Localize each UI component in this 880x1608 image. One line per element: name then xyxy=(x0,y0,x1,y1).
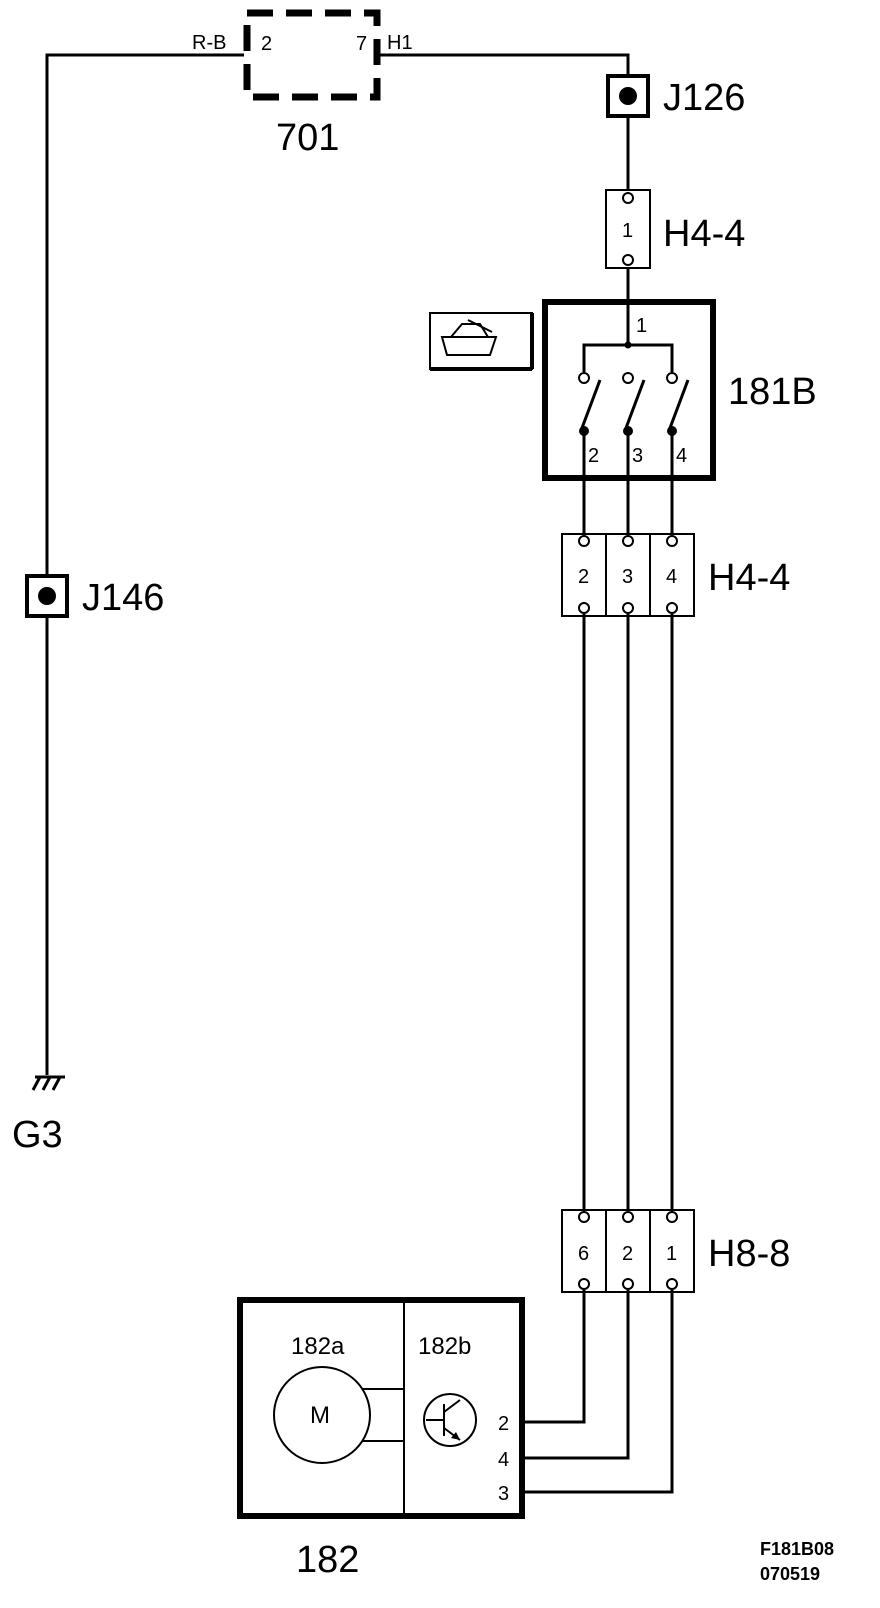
ground-g3-label: G3 xyxy=(12,1114,63,1156)
switch-pin-out-4: 4 xyxy=(676,445,687,467)
connector-h4-4-top: 1 H4-4 xyxy=(605,189,745,269)
junction-j126-label: J126 xyxy=(663,77,745,119)
fuse-box-label: 701 xyxy=(276,117,339,159)
fuse-box-pin-left: 2 xyxy=(261,33,272,55)
junction-j126: J126 xyxy=(606,74,745,119)
pump-unit-pin-3: 3 xyxy=(498,1483,509,1505)
fuse-box-701: 2 7 701 xyxy=(243,9,381,159)
ground-g3: G3 xyxy=(12,1075,65,1156)
pump-unit-pin-4: 4 xyxy=(498,1449,509,1471)
connector-h8-8-label: H8-8 xyxy=(708,1233,790,1275)
drawing-code-line-2: 070519 xyxy=(760,1564,820,1584)
switch-label: 181B xyxy=(728,371,817,413)
switch-pin-out-3: 3 xyxy=(632,445,643,467)
junction-j146-label: J146 xyxy=(82,577,164,619)
wire-top-right xyxy=(374,53,630,302)
connector-h4-4-mid-label: H4-4 xyxy=(708,557,790,599)
connector-h4-4-mid-pin-4: 4 xyxy=(666,566,677,588)
fuse-box-pin-right: 7 xyxy=(356,33,367,55)
sensor-182b-label: 182b xyxy=(418,1333,471,1360)
motor-symbol: M xyxy=(310,1402,330,1429)
pump-unit-pin-2: 2 xyxy=(498,1413,509,1435)
connector-h8-8: 6 2 1 H8-8 xyxy=(561,1209,790,1293)
connector-h4-4-mid-pin-2: 2 xyxy=(578,566,589,588)
connector-h4-4-mid-pin-3: 3 xyxy=(622,566,633,588)
motor-182a-label: 182a xyxy=(291,1333,345,1360)
connector-h4-4-top-pin: 1 xyxy=(622,220,633,242)
wire-label-right: H1 xyxy=(387,32,413,54)
drawing-code-line-1: F181B08 xyxy=(760,1539,834,1559)
wire-label-left: R-B xyxy=(192,32,226,54)
switch-181b: 1 2 3 4 181B xyxy=(542,299,817,481)
boat-hull-icon xyxy=(429,312,534,371)
connector-h8-8-pin-1: 1 xyxy=(666,1243,677,1265)
switch-pin-out-2: 2 xyxy=(588,445,599,467)
pump-unit-label: 182 xyxy=(296,1539,359,1581)
junction-j146: J146 xyxy=(25,574,164,619)
pump-unit-182: 182a M 182b 2 4 3 182 xyxy=(237,1297,525,1581)
wire-left-ground xyxy=(45,53,244,1075)
connector-h4-4-top-label: H4-4 xyxy=(663,213,745,255)
connector-h8-8-pin-6: 6 xyxy=(578,1243,589,1265)
connector-h4-4-mid: 2 3 4 H4-4 xyxy=(561,533,790,617)
transistor-icon xyxy=(423,1393,477,1447)
switch-pin-in: 1 xyxy=(636,315,647,337)
connector-h8-8-pin-2: 2 xyxy=(622,1243,633,1265)
